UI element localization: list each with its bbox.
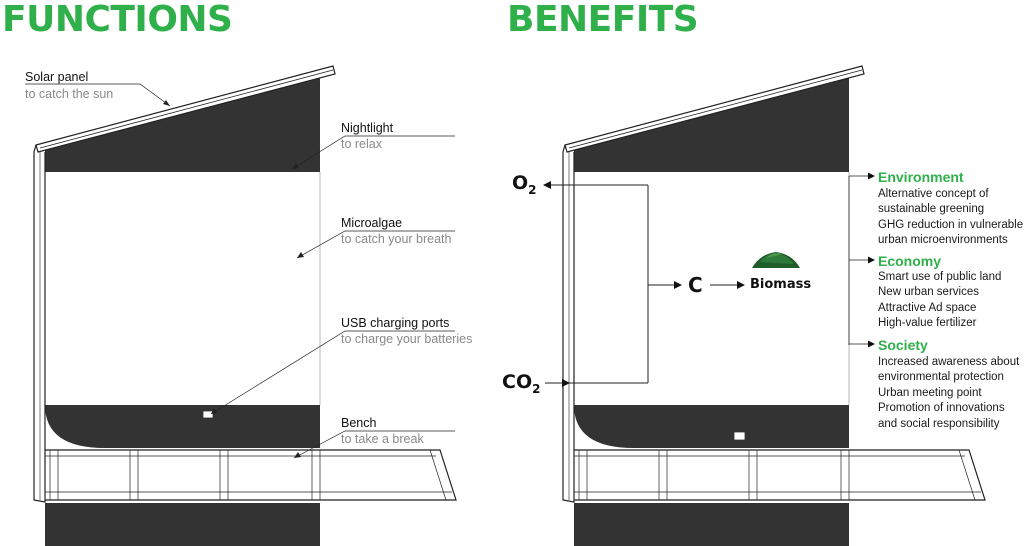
label-microalgae: Microalgae: [341, 216, 403, 230]
benefit-item: Smart use of public land: [878, 271, 1002, 283]
sub-nightlight: to relax: [341, 137, 382, 151]
leader-bench: [293, 430, 455, 459]
sub-solar-panel: to catch the sun: [25, 87, 114, 101]
o2-label: O2: [512, 172, 537, 197]
roof-dark-panel: [45, 76, 320, 172]
bench-dark-panel: [45, 405, 320, 448]
benefit-item: urban microenvironments: [878, 234, 1008, 247]
bench-frame: [45, 449, 457, 501]
bench-frame-right: [574, 449, 986, 501]
benefit-item: environmental protection: [878, 371, 1004, 384]
label-nightlight: Nightlight: [341, 121, 394, 135]
leader-nightlight: [291, 135, 455, 170]
benefit-item: Promotion of innovations: [878, 402, 1005, 415]
base-dark-panel: [45, 503, 320, 546]
benefit-title-economy: Economy: [878, 253, 942, 269]
carbon-label: C: [688, 273, 703, 297]
sub-microalgae: to catch your breath: [341, 232, 452, 246]
leader-solar-panel: [25, 83, 171, 107]
benefit-title-society: Society: [878, 337, 928, 353]
label-bench: Bench: [341, 416, 377, 430]
benefit-item: Alternative concept of: [878, 188, 989, 200]
benefit-item: Urban meeting point: [878, 386, 982, 399]
benefit-item: High-value fertilizer: [878, 317, 977, 330]
benefit-item: sustainable greening: [878, 203, 985, 216]
sub-bench: to take a break: [341, 432, 424, 446]
benefit-item: New urban services: [878, 286, 979, 299]
benefits-heading: BENEFITS: [507, 0, 699, 40]
label-solar-panel: Solar panel: [25, 70, 89, 84]
left-wall-right: [562, 144, 575, 503]
base-dark-panel-right: [574, 503, 849, 546]
leader-microalgae: [296, 230, 455, 259]
co2-label: CO2: [502, 371, 541, 396]
benefits-station-drawing: [543, 65, 986, 546]
bench-dark-panel-right: [574, 405, 849, 448]
leader-usb: [210, 330, 455, 415]
benefit-item: and social responsibility: [878, 417, 1000, 430]
sub-usb-ports: to charge your batteries: [341, 332, 473, 346]
benefit-item: Attractive Ad space: [878, 301, 977, 314]
usb-port: [203, 411, 213, 418]
biomass-pile-icon: [752, 252, 800, 268]
label-usb-ports: USB charging ports: [341, 316, 450, 330]
benefit-item: Increased awareness about: [878, 356, 1020, 368]
functions-station-drawing: [25, 65, 457, 546]
functions-heading: FUNCTIONS: [2, 0, 233, 40]
benefit-title-environment: Environment: [878, 169, 964, 185]
benefit-item: GHG reduction in vulnerable: [878, 218, 1024, 231]
roof-dark-panel-right: [574, 76, 849, 172]
left-wall: [33, 144, 46, 503]
biomass-label: Biomass: [750, 277, 812, 292]
usb-port-right: [734, 432, 745, 440]
